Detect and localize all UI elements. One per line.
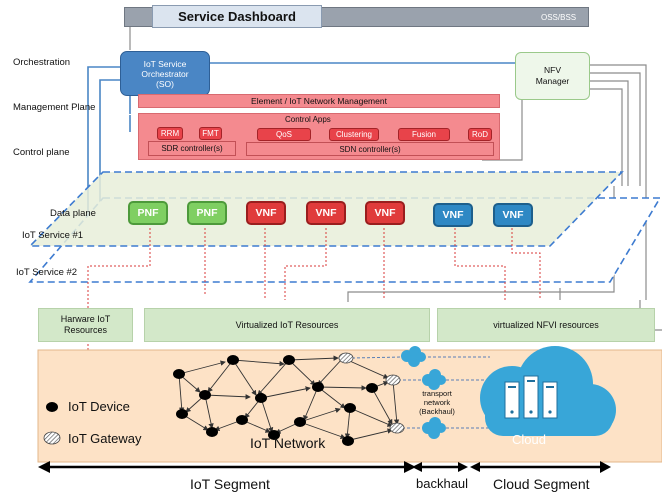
- transport-line1: transport: [422, 389, 452, 398]
- virtualized-iot-label: Virtualized IoT Resources: [235, 320, 339, 330]
- iot-device-node: [283, 355, 295, 365]
- vnf-red-2: VNF: [306, 201, 346, 225]
- label-management-plane: Management Plane: [13, 102, 96, 113]
- element-management-label: Element / IoT Network Management: [251, 96, 387, 106]
- app-rrm-label: RRM: [160, 129, 180, 138]
- app-rod-label: RoD: [471, 130, 488, 139]
- app-qos-label: QoS: [275, 130, 292, 139]
- iot-device-node: [312, 382, 324, 392]
- iot-device-node: [206, 427, 218, 437]
- vnf-blue-2-label: VNF: [502, 209, 524, 221]
- iot-device-node: [344, 403, 356, 413]
- pnf-1: PNF: [128, 201, 168, 225]
- control-apps-label: Control Apps: [285, 115, 331, 124]
- transport-cloud: [401, 346, 426, 367]
- vnf-red-2-label: VNF: [315, 207, 337, 219]
- iot-device-node: [255, 393, 267, 403]
- vnf-red-1: VNF: [246, 201, 286, 225]
- vnf-blue-2: VNF: [493, 203, 533, 227]
- sdn-controller: SDN controller(s): [246, 142, 494, 156]
- oss-bss-label: OSS/BSS: [541, 13, 577, 22]
- orchestrator-line2: Orchestrator: [141, 68, 189, 79]
- iot-gateway-node: [385, 374, 401, 386]
- label-iot-service-1: IoT Service #1: [22, 230, 84, 241]
- virtualized-iot-resources: Virtualized IoT Resources: [144, 308, 430, 342]
- vnf-blue-1: VNF: [433, 203, 473, 227]
- sdr-controller: SDR controller(s): [148, 141, 236, 156]
- transport-network-label: transport network (Backhaul): [414, 389, 460, 416]
- iot-device-node: [199, 390, 211, 400]
- iot-device-node: [366, 383, 378, 393]
- virtualized-nfvi-resources: virtualized NFVI resources: [437, 308, 655, 342]
- orchestrator-line1: IoT Service: [143, 58, 187, 69]
- nfv-manager-line1: NFV: [544, 65, 561, 75]
- iot-device-node: [268, 430, 280, 440]
- app-qos: QoS: [257, 128, 311, 141]
- service-dashboard: Service Dashboard: [152, 5, 322, 28]
- iot-gateway-node: [389, 422, 405, 434]
- label-iot-service-2: IoT Service #2: [16, 267, 78, 278]
- transport-line3: (Backhaul): [419, 407, 455, 416]
- legend-iot-device: IoT Device: [68, 399, 130, 414]
- cloud-label: Cloud: [512, 432, 546, 447]
- legend-gateway-symbol: [43, 431, 61, 445]
- segment-backhaul-label: backhaul: [416, 476, 469, 491]
- iot-network-label: IoT Network: [250, 435, 326, 451]
- segment-cloud-label: Cloud Segment: [493, 476, 590, 492]
- pnf-1-label: PNF: [137, 207, 159, 219]
- app-rod: RoD: [468, 128, 492, 141]
- app-rrm: RRM: [157, 127, 183, 140]
- sdn-controller-label: SDN controller(s): [339, 144, 401, 154]
- service-dashboard-label: Service Dashboard: [178, 9, 296, 24]
- vnf-red-3-label: VNF: [374, 207, 396, 219]
- app-clustering: Clustering: [329, 128, 379, 141]
- app-clustering-label: Clustering: [335, 130, 372, 139]
- hardware-line2: Resources: [63, 325, 108, 335]
- transport-cloud: [422, 369, 446, 390]
- iot-device-node: [176, 409, 188, 419]
- transport-cloud: [422, 417, 446, 439]
- legend-device-symbol: [46, 402, 58, 412]
- label-orchestration: Orchestration: [13, 57, 71, 68]
- vnf-red-1-label: VNF: [255, 207, 277, 219]
- label-data-plane: Data plane: [50, 208, 96, 219]
- vnf-red-3: VNF: [365, 201, 405, 225]
- iot-device-node: [294, 417, 306, 427]
- iot-gateway-node: [338, 352, 354, 364]
- nfv-manager: NFV Manager: [515, 52, 590, 100]
- virtualized-nfvi-label: virtualized NFVI resources: [493, 320, 599, 330]
- app-fmt-label: FMT: [202, 129, 219, 138]
- server-icon: [504, 375, 558, 419]
- orchestrator-line3: (SO): [156, 78, 174, 89]
- transport-line2: network: [423, 398, 451, 407]
- iot-device-node: [236, 415, 248, 425]
- pnf-2-label: PNF: [196, 207, 218, 219]
- app-fusion: Fusion: [398, 128, 450, 141]
- label-control-plane: Control plane: [13, 147, 70, 158]
- iot-service-orchestrator: IoT Service Orchestrator (SO): [120, 51, 210, 96]
- pnf-2: PNF: [187, 201, 227, 225]
- sdr-controller-label: SDR controller(s): [161, 144, 223, 153]
- app-fusion-label: Fusion: [411, 130, 436, 139]
- iot-device-node: [342, 436, 354, 446]
- element-management-bar: Element / IoT Network Management: [138, 94, 500, 108]
- legend-iot-gateway: IoT Gateway: [68, 431, 142, 446]
- iot-device-node: [227, 355, 239, 365]
- nfv-manager-line2: Manager: [535, 76, 570, 86]
- app-fmt: FMT: [199, 127, 222, 140]
- segment-iot-label: IoT Segment: [190, 476, 270, 492]
- hardware-line1: Harware IoT: [60, 314, 111, 324]
- vnf-blue-1-label: VNF: [442, 209, 464, 221]
- iot-device-node: [173, 369, 185, 379]
- hardware-iot-resources: Harware IoT Resources: [38, 308, 133, 342]
